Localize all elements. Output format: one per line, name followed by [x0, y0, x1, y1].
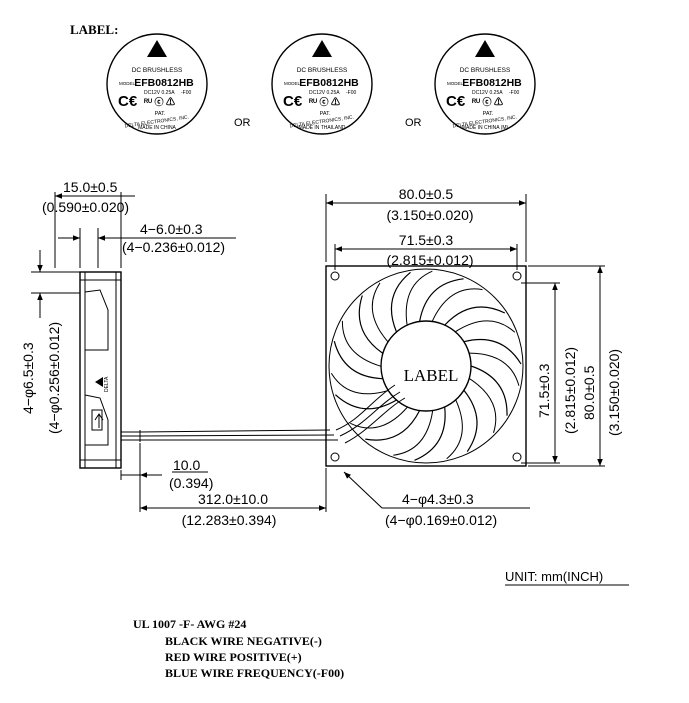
lead-mm: 312.0±10.0 — [198, 491, 268, 507]
strip-in: (0.394) — [169, 475, 213, 491]
label-model: EFB0812HB — [462, 77, 522, 89]
label-made: MADE IN CHINA (M) — [462, 125, 509, 131]
label-made: MADE IN CHINA — [138, 125, 176, 131]
label-rating: DC12V 0.25A — [144, 90, 175, 96]
label-line1: DC BRUSHLESS — [297, 67, 348, 74]
ce-mark: C€ — [446, 93, 466, 110]
width-mm: 80.0±0.5 — [399, 186, 454, 202]
fan-blade — [334, 394, 397, 410]
label-suffix: -F00 — [509, 90, 520, 96]
label-pat: PAT. — [483, 111, 494, 117]
flange-in: (4−0.236±0.012) — [122, 239, 225, 255]
delta-logo-icon — [312, 40, 332, 57]
fan-blade-edge — [446, 399, 463, 460]
label-suffix: -F00 — [346, 90, 357, 96]
fan-blade-edge — [350, 406, 408, 429]
fan-blade — [463, 338, 522, 365]
vpitch-mm: 71.5±0.3 — [536, 363, 552, 418]
label-heading: LABEL: — [70, 22, 118, 37]
pitch-in: (2.815±0.012) — [386, 252, 473, 268]
label-variant-3: DC BRUSHLESS MODEL EFB0812HB C€ DC12V 0.… — [434, 33, 536, 135]
thickness-mm: 15.0±0.5 — [63, 179, 118, 195]
or-text-2: OR — [405, 117, 422, 129]
wire-spec-title: UL 1007 -F- AWG #24 — [133, 617, 246, 631]
ce-mark: C€ — [118, 93, 138, 110]
thickness-in: (0.590±0.020) — [42, 199, 129, 215]
svg-text:DELTA: DELTA — [104, 376, 110, 392]
fan-blade — [463, 389, 478, 452]
fan-blade — [365, 410, 421, 441]
fan-blade — [419, 278, 464, 322]
fan-blade — [358, 295, 384, 354]
label-line1: DC BRUSHLESS — [460, 67, 511, 74]
label-variant-2: DC BRUSHLESS MODEL EFB0812HB C€ DC12V 0.… — [271, 33, 373, 135]
cert-marks: ᴿᵁ ⓒ ⚠ — [309, 96, 340, 107]
label-pat: PAT. — [155, 111, 166, 117]
delta-logo-icon — [475, 40, 495, 57]
fan-blade-edge — [431, 288, 483, 322]
delta-logo-icon — [95, 377, 103, 387]
fan-blade — [470, 365, 508, 416]
ce-mark: C€ — [283, 93, 303, 110]
wire-spec-line-1: BLACK WIRE NEGATIVE(-) — [165, 634, 322, 648]
pitch-mm: 71.5±0.3 — [399, 232, 454, 248]
fan-blade-edge — [371, 282, 389, 343]
unit-note: UNIT: mm(INCH) — [505, 569, 603, 584]
vpitch-in: (2.815±0.012) — [562, 347, 578, 434]
label-suffix: -F00 — [181, 90, 192, 96]
flange-mm: 4−6.0±0.3 — [140, 221, 203, 237]
fan-blades — [330, 270, 522, 461]
label-model-prefix: MODEL — [447, 81, 464, 86]
fan-blade-edge — [469, 352, 520, 386]
fan-blade — [333, 341, 383, 380]
front-view: LABEL — [139, 265, 527, 467]
fan-blade-edge — [405, 270, 433, 326]
wire-spec-line-3: BLUE WIRE FREQUENCY(-F00) — [165, 666, 344, 680]
side-hole-in: (4−φ0.256±0.012) — [46, 322, 62, 434]
label-model-prefix: MODEL — [284, 81, 301, 86]
label-model-prefix: MODEL — [119, 81, 136, 86]
height-in: (3.150±0.020) — [606, 349, 622, 436]
label-pat: PAT. — [320, 111, 331, 117]
label-rating: DC12V 0.25A — [472, 90, 503, 96]
fan-blade-edge — [330, 373, 389, 395]
fan-blade — [414, 406, 446, 461]
lead-in: (12.283±0.394) — [182, 512, 277, 528]
fan-blade-edge — [468, 377, 497, 433]
fan-blade-edge — [341, 320, 382, 367]
hole-in: (4−φ0.169±0.012) — [385, 512, 497, 528]
label-made: MADE IN THAILAND — [299, 125, 346, 131]
width-in: (3.150±0.020) — [386, 207, 473, 223]
wire-spec-line-2: RED WIRE POSITIVE(+) — [165, 650, 302, 664]
fan-blade — [444, 306, 506, 326]
label-model: EFB0812HB — [299, 77, 359, 89]
strip-mm: 10.0 — [173, 457, 200, 473]
label-rating: DC12V 0.25A — [309, 90, 340, 96]
fan-blade-edge — [455, 320, 516, 333]
fan-blade — [390, 271, 411, 333]
label-variant-1: DC BRUSHLESS MODEL EFB0812HB C€ DC12V 0.… — [106, 33, 208, 135]
side-hole-mm: 4−φ6.5±0.3 — [20, 342, 36, 414]
height-mm: 80.0±0.5 — [581, 365, 597, 420]
delta-logo-icon — [147, 40, 167, 57]
fan-blade-edge — [393, 410, 434, 456]
hub-label: LABEL — [404, 366, 459, 385]
cert-marks: ᴿᵁ ⓒ ⚠ — [472, 96, 503, 107]
label-line1: DC BRUSHLESS — [132, 67, 183, 74]
hole-mm: 4−φ4.3±0.3 — [402, 491, 474, 507]
label-model: EFB0812HB — [134, 77, 194, 89]
cert-marks: ᴿᵁ ⓒ ⚠ — [144, 96, 175, 107]
side-view: DELTA — [79, 271, 141, 469]
or-text-1: OR — [234, 117, 251, 129]
